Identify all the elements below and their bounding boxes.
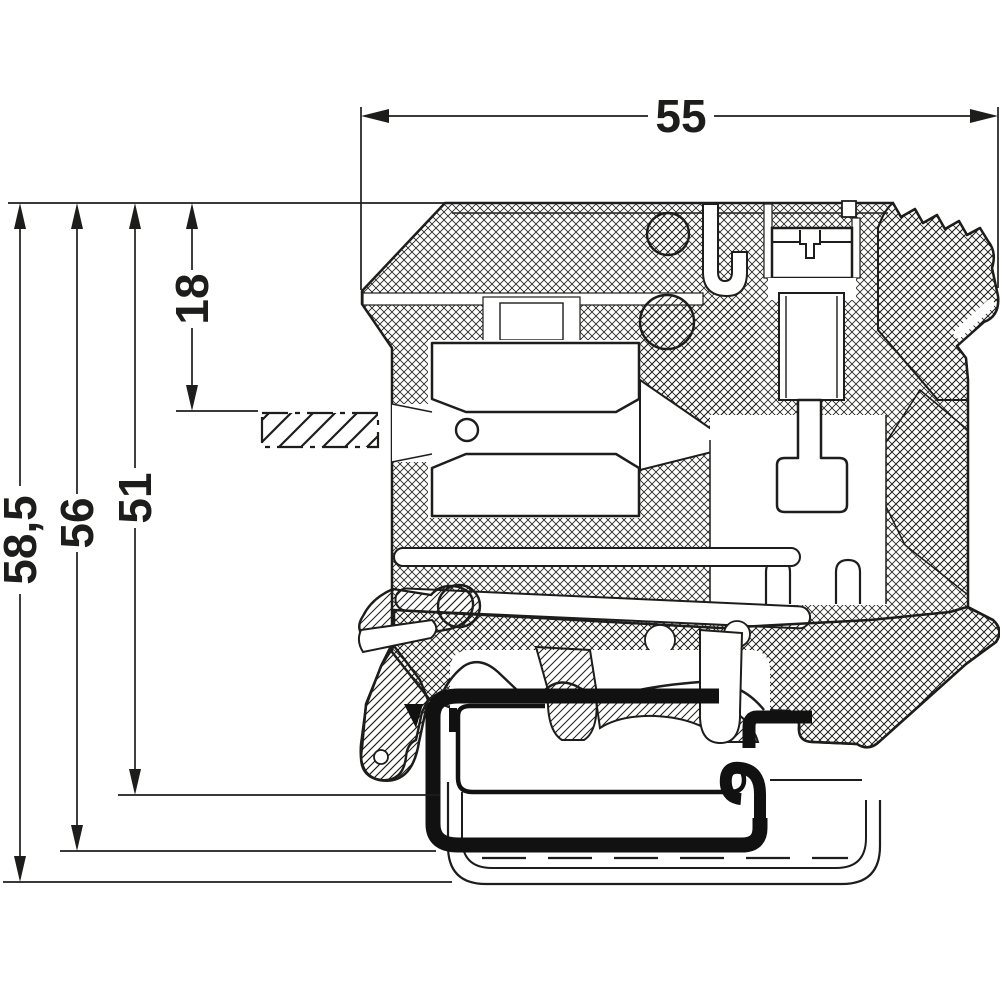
dimensions xyxy=(3,107,999,883)
cavity-bump-right xyxy=(834,558,862,604)
left-foot-hole xyxy=(373,749,389,765)
lever-channel xyxy=(702,203,748,298)
top-notch xyxy=(841,200,857,218)
rail-catch-wedge xyxy=(404,704,423,728)
screw-thread-channel xyxy=(778,292,845,401)
wire-conductor xyxy=(260,411,380,449)
screwdriver-slot xyxy=(799,230,821,259)
release-slider xyxy=(698,628,744,745)
dim-label-55: 55 xyxy=(655,90,706,142)
right-cavity-walls xyxy=(709,415,887,604)
left-foot xyxy=(359,644,430,782)
lever-pivot-ball xyxy=(436,583,482,629)
dim-label-56: 56 xyxy=(51,497,103,548)
dimension-58-5 xyxy=(14,203,26,882)
rail-inner-lip xyxy=(455,703,747,795)
ghost-inner xyxy=(461,792,867,869)
dimension-55 xyxy=(361,109,998,123)
wire-entry-top-line xyxy=(391,403,433,463)
dimension-18 xyxy=(186,203,198,411)
dim-label-51: 51 xyxy=(109,472,161,523)
dim-label-58-5: 58,5 xyxy=(0,495,46,585)
screw-anchor-t xyxy=(775,398,849,514)
clamp-pin-hole xyxy=(454,417,480,443)
dim-label-18: 18 xyxy=(166,273,218,324)
din-rail xyxy=(404,688,812,853)
test-channel-upper xyxy=(645,211,691,257)
rail-ghost-outline xyxy=(446,779,882,886)
clamp-screw-assembly xyxy=(709,200,887,605)
rail-right-curl xyxy=(719,761,766,822)
marker-slot xyxy=(393,547,801,567)
dimension-56 xyxy=(71,203,83,851)
rim-metal-hatch xyxy=(877,201,1000,401)
ghost-outer xyxy=(446,782,882,886)
clamp-screw-top xyxy=(499,302,564,341)
wire-entry-steps xyxy=(392,404,432,462)
thread-walls xyxy=(785,296,838,398)
dimension-51 xyxy=(129,203,141,795)
lever-blade xyxy=(357,618,438,654)
rail-right-hook xyxy=(742,710,812,748)
clamp-yoke-lower xyxy=(430,452,641,518)
rail-main-profile xyxy=(425,688,768,853)
rail-foot-housing xyxy=(357,583,1000,782)
wire-clamp-chamber xyxy=(391,340,739,518)
clamp-yoke-upper xyxy=(430,341,641,414)
test-channel-lower xyxy=(638,293,696,351)
rim-finger-gap xyxy=(953,299,995,339)
